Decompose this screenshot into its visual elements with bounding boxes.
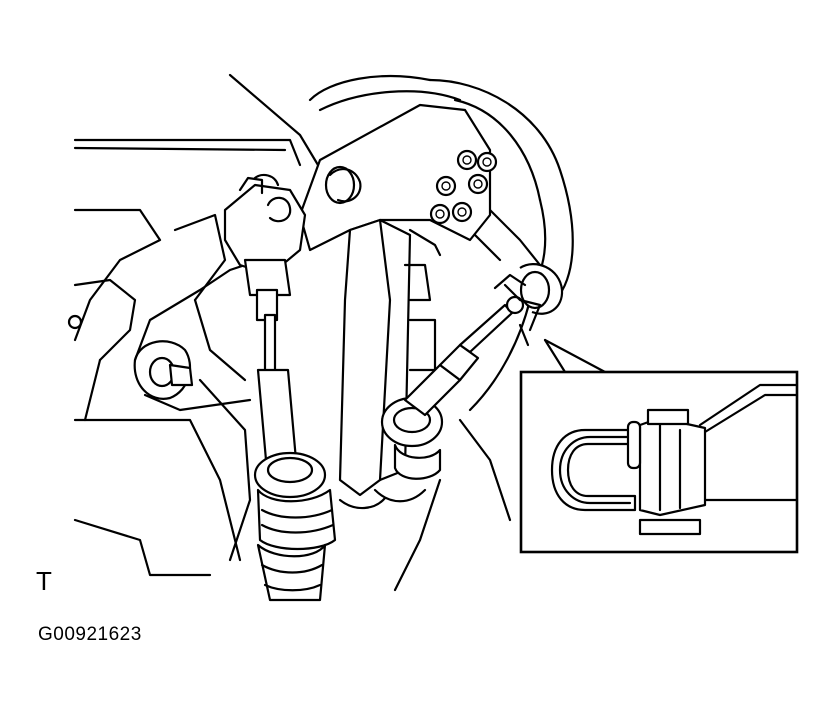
corner-letter-label: T	[36, 566, 52, 596]
detail-callout-pointer	[543, 338, 607, 374]
select-cable	[223, 173, 337, 602]
clip-detail-inset	[519, 370, 799, 554]
bolt-heads	[429, 149, 498, 225]
shift-cable	[338, 263, 564, 510]
transmission-housing	[67, 73, 574, 592]
figure-id-label: G00921623	[38, 624, 142, 645]
shift-lever-bracket	[133, 103, 498, 497]
